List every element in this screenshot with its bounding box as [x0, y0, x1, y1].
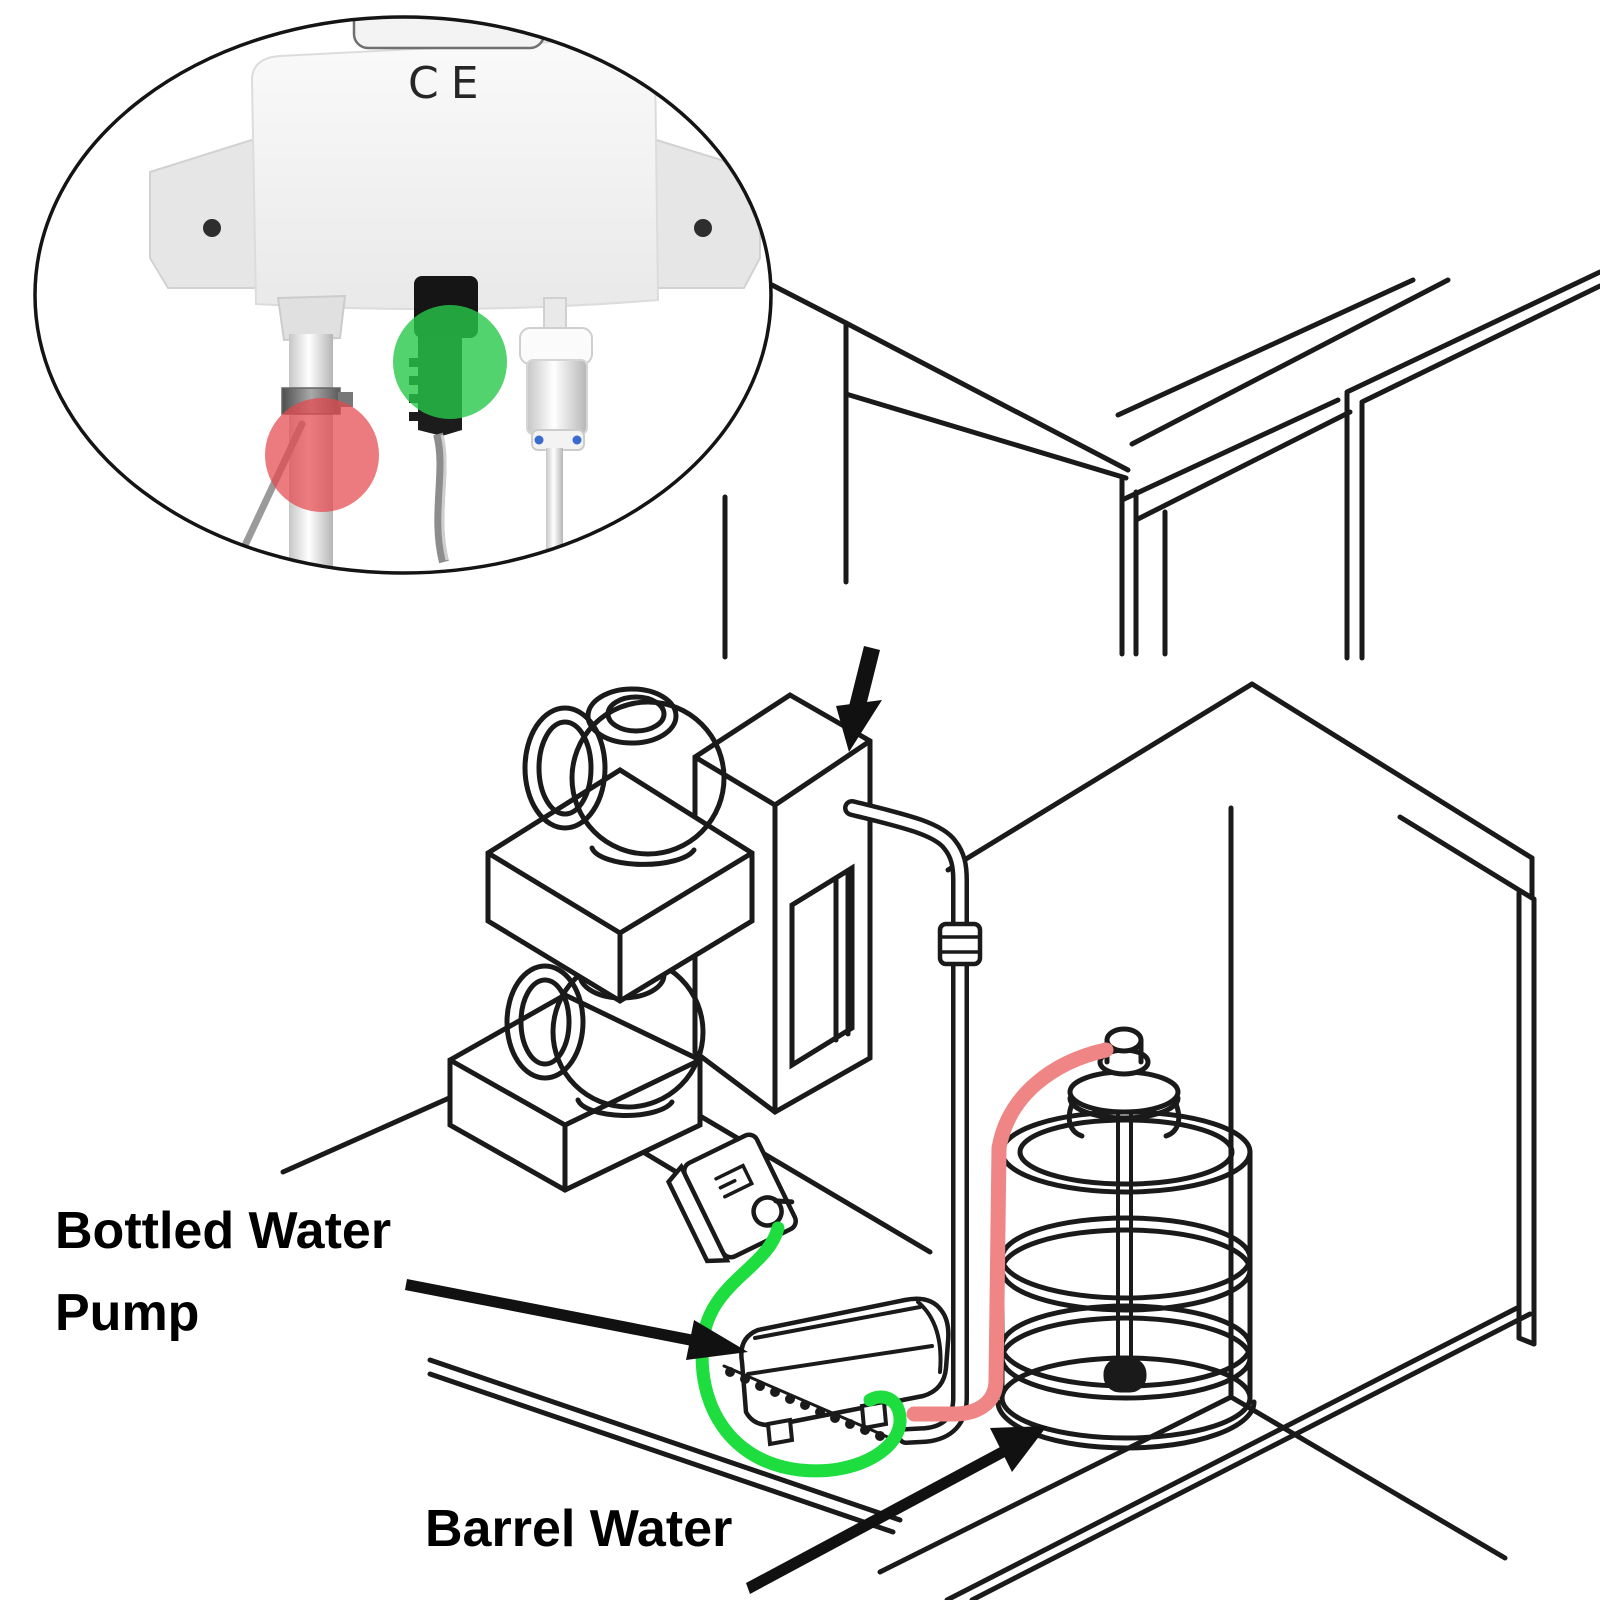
- pipe-ferrule: [937, 921, 983, 967]
- arrow-to-coffee-machine: [836, 646, 882, 752]
- wall-floor-edge-left: [877, 1394, 1234, 1575]
- pump-foot: [859, 1399, 889, 1431]
- screw-hole: [694, 219, 712, 237]
- carafe-body: [569, 699, 727, 857]
- label-bottled-water-pump-line1: Bottled Water: [55, 1202, 391, 1260]
- arrow-to-pump: [405, 1279, 748, 1360]
- coffee-carafe-upper: [522, 686, 727, 867]
- green-highlight-circle: [393, 305, 507, 419]
- annotation-arrows: [405, 646, 1047, 1594]
- ce-mark: CE: [408, 58, 491, 109]
- collet-dot: [572, 435, 582, 445]
- power-cable: [433, 432, 449, 564]
- lower-warmer-shelf: [447, 992, 703, 1193]
- label-bottled-water-pump-line2: Pump: [55, 1284, 199, 1342]
- green-power-cable: [695, 1221, 907, 1478]
- carafe-handle: [504, 963, 586, 1081]
- right-cabinet-bottom-edge: [1119, 397, 1341, 503]
- wall-floor-edge-right: [1228, 1394, 1508, 1561]
- outlet-side-face: [665, 1162, 731, 1264]
- collet-dot: [534, 435, 544, 445]
- label-plate: [352, 17, 546, 50]
- counter-front-edge: [1397, 814, 1535, 901]
- quick-connect-fitting: [519, 297, 593, 570]
- pump-body: [739, 1296, 951, 1428]
- cap-hook: [1163, 1101, 1182, 1139]
- pump-device: [722, 1296, 951, 1447]
- counter-top-right-edge: [1249, 681, 1535, 861]
- carafe-base: [589, 845, 697, 867]
- kitchen-line-drawing: Bottled Water Pump Barrel Water: [55, 269, 1600, 1600]
- power-outlet: [665, 1132, 798, 1264]
- machine-door: [789, 863, 855, 1070]
- inset-oval-border: [33, 15, 773, 575]
- floor-front-edge: [944, 1305, 1520, 1600]
- carafe-handle: [522, 705, 608, 831]
- cap-knob: [1104, 1026, 1144, 1054]
- fitting-body: [526, 359, 588, 435]
- water-barrel: [995, 1109, 1257, 1451]
- barrel-rim: [999, 1109, 1253, 1195]
- right-mounting-ear: [649, 136, 761, 289]
- label-barrel-water: Barrel Water: [425, 1500, 732, 1558]
- carafe-base: [575, 1097, 675, 1118]
- counter-top-left-edge: [945, 681, 1255, 873]
- machine-body: [692, 692, 873, 1115]
- counter-table: [877, 681, 1537, 1600]
- wall-cabinets: [722, 269, 1600, 661]
- cap-hook: [1066, 1101, 1085, 1139]
- pump-foot: [765, 1417, 795, 1447]
- red-water-tube: [906, 1042, 1114, 1422]
- fitting-nut: [519, 327, 593, 365]
- thin-water-tube: [546, 448, 563, 570]
- left-cabinet-top-front-edge: [843, 391, 1129, 481]
- left-cabinet-top-back-edge: [843, 320, 1131, 473]
- red-highlight-circle: [265, 398, 379, 512]
- water-pipe: [843, 799, 983, 1445]
- dip-tube-foot: [1103, 1357, 1147, 1393]
- barrel-cap-pump: [1066, 1026, 1182, 1393]
- pump-base-dots: [725, 1367, 885, 1441]
- cabinet-top-band: [1115, 277, 1416, 418]
- left-mounting-ear: [149, 136, 259, 289]
- cap-flange: [1067, 1069, 1181, 1115]
- right-cabinet-top-edge: [1344, 269, 1600, 395]
- screw-hole: [203, 219, 221, 237]
- left-cabinet-top-edge-behind-inset: [769, 282, 849, 326]
- inset-photo: CE: [33, 10, 773, 575]
- plate-text-illegible: [386, 10, 516, 15]
- inset-photo-content: CE: [35, 10, 771, 573]
- diagram-labels: Bottled Water Pump Barrel Water: [55, 1202, 732, 1558]
- pump-housing: [250, 36, 660, 311]
- arrow-to-barrel: [746, 1426, 1047, 1594]
- coffee-machine: [692, 692, 873, 1115]
